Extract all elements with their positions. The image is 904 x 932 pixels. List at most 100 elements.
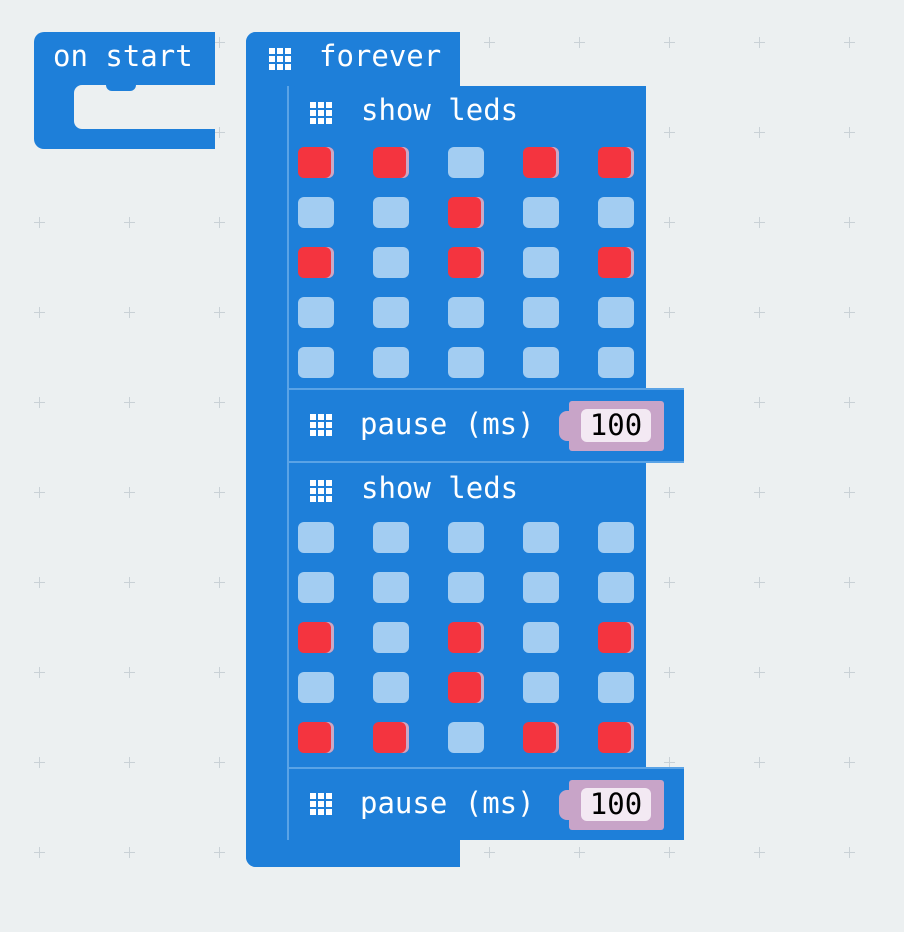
matrix2-led-1-2[interactable] [448, 572, 484, 603]
grid-cross-icon [844, 37, 855, 48]
matrix1-led-2-1[interactable] [373, 247, 409, 278]
matrix2-led-4-1[interactable] [373, 722, 409, 753]
grid-cross-icon [844, 127, 855, 138]
matrix2-led-1-1[interactable] [373, 572, 409, 603]
grid-cross-icon [124, 487, 135, 498]
matrix2-led-0-4[interactable] [598, 522, 634, 553]
matrix1-led-3-1[interactable] [373, 297, 409, 328]
matrix1-led-1-4[interactable] [598, 197, 634, 228]
matrix2-led-2-1[interactable] [373, 622, 409, 653]
show-leds-1-grid-icon [310, 102, 332, 124]
matrix2-led-0-1[interactable] [373, 522, 409, 553]
grid-cross-icon [214, 577, 225, 588]
matrix1-led-3-0[interactable] [298, 297, 334, 328]
matrix2-led-2-2[interactable] [448, 622, 484, 653]
matrix2-led-0-3[interactable] [523, 522, 559, 553]
matrix2-led-3-2[interactable] [448, 672, 484, 703]
grid-cross-icon [124, 757, 135, 768]
matrix1-led-0-4[interactable] [598, 147, 634, 178]
matrix1-led-3-3[interactable] [523, 297, 559, 328]
grid-cross-icon [844, 757, 855, 768]
matrix2-led-4-4[interactable] [598, 722, 634, 753]
forever-header[interactable]: forever [246, 32, 460, 85]
matrix2-led-4-3[interactable] [523, 722, 559, 753]
matrix1-led-2-3[interactable] [523, 247, 559, 278]
matrix1-led-0-1[interactable] [373, 147, 409, 178]
matrix1-led-1-2[interactable] [448, 197, 484, 228]
matrix2-led-0-2[interactable] [448, 522, 484, 553]
show-leds-1-label: show leds [361, 93, 519, 127]
matrix2-led-1-0[interactable] [298, 572, 334, 603]
grid-cross-icon [754, 307, 765, 318]
grid-cross-icon [34, 217, 45, 228]
matrix2-led-4-0[interactable] [298, 722, 334, 753]
pause-1-grid-icon [310, 414, 332, 436]
matrix1-led-3-4[interactable] [598, 297, 634, 328]
grid-cross-icon [664, 217, 675, 228]
matrix1-led-4-4[interactable] [598, 347, 634, 378]
grid-cross-icon [34, 307, 45, 318]
on-start-notch [106, 85, 136, 91]
matrix1-led-2-0[interactable] [298, 247, 334, 278]
block-seam [287, 767, 684, 769]
matrix2-led-4-2[interactable] [448, 722, 484, 753]
matrix2-led-2-3[interactable] [523, 622, 559, 653]
pause-2-label: pause (ms) [360, 786, 535, 820]
grid-cross-icon [664, 847, 675, 858]
grid-cross-icon [124, 397, 135, 408]
matrix2-led-2-0[interactable] [298, 622, 334, 653]
grid-cross-icon [664, 577, 675, 588]
matrix1-led-2-4[interactable] [598, 247, 634, 278]
matrix1-led-4-1[interactable] [373, 347, 409, 378]
grid-cross-icon [574, 847, 585, 858]
grid-cross-icon [214, 127, 225, 138]
grid-cross-icon [754, 487, 765, 498]
on-start-block[interactable]: on start [34, 32, 215, 149]
matrix2-led-3-0[interactable] [298, 672, 334, 703]
matrix2-led-0-0[interactable] [298, 522, 334, 553]
matrix2-led-3-3[interactable] [523, 672, 559, 703]
grid-cross-icon [124, 577, 135, 588]
matrix1-led-0-0[interactable] [298, 147, 334, 178]
show-leds-block-1[interactable]: show leds [287, 86, 646, 389]
pause-2-value-input[interactable]: 100 [581, 788, 651, 821]
matrix1-led-0-3[interactable] [523, 147, 559, 178]
grid-cross-icon [34, 397, 45, 408]
matrix1-led-2-2[interactable] [448, 247, 484, 278]
grid-cross-icon [574, 37, 585, 48]
show-leds-2-label: show leds [361, 471, 519, 505]
matrix1-led-1-1[interactable] [373, 197, 409, 228]
matrix1-led-3-2[interactable] [448, 297, 484, 328]
matrix2-led-1-4[interactable] [598, 572, 634, 603]
matrix1-led-4-2[interactable] [448, 347, 484, 378]
grid-cross-icon [214, 397, 225, 408]
grid-cross-icon [214, 307, 225, 318]
matrix2-led-1-3[interactable] [523, 572, 559, 603]
matrix1-led-1-3[interactable] [523, 197, 559, 228]
grid-cross-icon [754, 37, 765, 48]
matrix1-led-0-2[interactable] [448, 147, 484, 178]
show-leds-block-2[interactable]: show leds [287, 461, 646, 768]
matrix1-led-4-3[interactable] [523, 347, 559, 378]
block-seam [287, 461, 684, 463]
on-start-slot [74, 85, 215, 129]
matrix1-led-1-0[interactable] [298, 197, 334, 228]
grid-cross-icon [844, 397, 855, 408]
grid-cross-icon [124, 667, 135, 678]
grid-cross-icon [754, 577, 765, 588]
grid-cross-icon [34, 667, 45, 678]
grid-cross-icon [214, 847, 225, 858]
grid-cross-icon [754, 217, 765, 228]
forever-foot [246, 840, 346, 867]
matrix2-led-3-4[interactable] [598, 672, 634, 703]
grid-cross-icon [484, 847, 495, 858]
grid-cross-icon [844, 667, 855, 678]
grid-cross-icon [664, 487, 675, 498]
grid-cross-icon [214, 217, 225, 228]
pause-block-2[interactable]: pause (ms) 100 [287, 768, 684, 840]
matrix1-led-4-0[interactable] [298, 347, 334, 378]
pause-1-value-input[interactable]: 100 [581, 409, 651, 442]
matrix2-led-3-1[interactable] [373, 672, 409, 703]
pause-block-1[interactable]: pause (ms) 100 [287, 389, 684, 461]
matrix2-led-2-4[interactable] [598, 622, 634, 653]
